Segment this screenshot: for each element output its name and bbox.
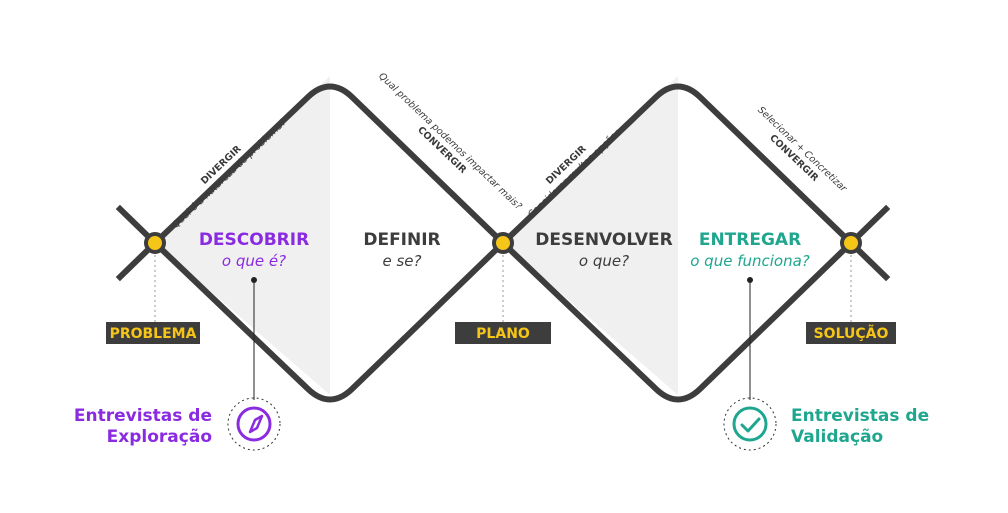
research-exploration-line2: Exploração bbox=[107, 427, 212, 447]
check-circle-icon bbox=[723, 397, 777, 451]
diag-label-sub-4: Selecionar + Concretizar bbox=[755, 105, 849, 195]
phase-title-define: DEFINIR bbox=[363, 230, 440, 250]
tag-problema: PROBLEMA bbox=[110, 326, 197, 342]
develop-shade bbox=[503, 76, 678, 395]
phase-subtitle-deliver: o que funciona? bbox=[690, 252, 810, 270]
node-problema bbox=[144, 232, 166, 254]
research-exploration-line1: Entrevistas de bbox=[74, 406, 212, 426]
tag-solucao-bg bbox=[806, 322, 896, 344]
phase-subtitle-develop: o que? bbox=[579, 252, 629, 270]
phase-title-discover: DESCOBRIR bbox=[199, 230, 309, 250]
node-plano bbox=[492, 232, 514, 254]
phase-title-deliver: ENTREGAR bbox=[699, 230, 801, 250]
tag-plano: PLANO bbox=[476, 326, 530, 342]
phase-subtitle-discover: o que é? bbox=[222, 252, 286, 270]
phase-subtitle-define: e se? bbox=[382, 252, 421, 270]
tag-plano-bg bbox=[455, 322, 551, 344]
node-solucao bbox=[840, 232, 862, 254]
research-validation-line1: Entrevistas de bbox=[791, 406, 929, 426]
tag-problema-bg bbox=[106, 322, 200, 344]
compass-icon bbox=[227, 397, 281, 451]
phase-title-develop: DESENVOLVER bbox=[535, 230, 672, 250]
research-validation-line2: Validação bbox=[791, 427, 883, 447]
tag-solucao: SOLUÇÃO bbox=[814, 325, 889, 342]
discover-shade bbox=[155, 76, 330, 395]
